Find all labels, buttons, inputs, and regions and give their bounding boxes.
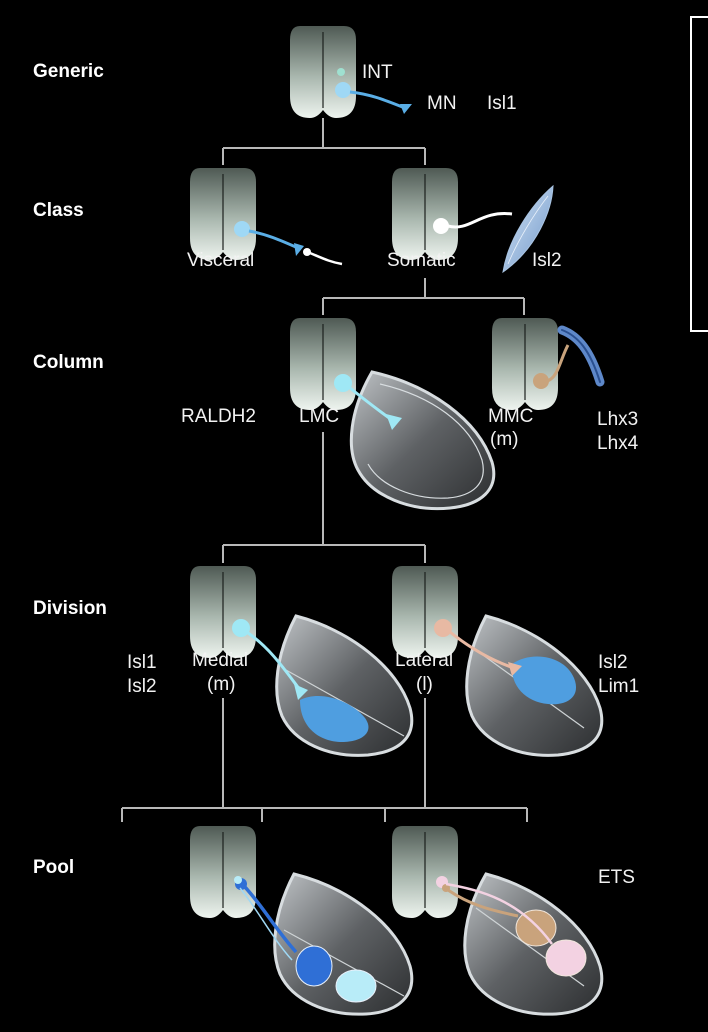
lmc-mn-soma <box>334 374 352 392</box>
label-isl1-division: Isl1 <box>127 652 157 673</box>
limb-icon-pool-medial <box>273 872 414 1016</box>
label-lhx4: Lhx4 <box>597 433 639 454</box>
skeletal-muscle-icon <box>502 184 554 274</box>
medial-muscle-target <box>300 696 369 742</box>
medial-mn-terminal <box>294 684 308 700</box>
lateral-muscle-target <box>511 656 577 705</box>
mmc-mn-soma <box>533 373 549 389</box>
cord-mmc <box>492 318 558 410</box>
somatic-mn-soma <box>433 218 449 234</box>
label-lateral: Lateral <box>395 650 454 671</box>
pool-lateral-axon-pink <box>445 882 554 945</box>
pool-lateral-axon-tan <box>447 888 519 918</box>
cord-generic <box>290 26 356 118</box>
row-label-generic: Generic <box>33 61 104 82</box>
cord-pool-lateral <box>392 826 458 918</box>
visceral-mn-axon <box>248 229 299 250</box>
limb-icon-column <box>349 370 496 511</box>
label-medial-m: (m) <box>207 674 236 695</box>
cord-medial <box>190 566 256 658</box>
connector-generic-to-class <box>222 118 426 165</box>
label-lmc: LMC <box>299 406 340 427</box>
somatic-mn-axon <box>447 212 513 229</box>
label-mmc: MMC <box>488 406 534 427</box>
row-label-pool: Pool <box>33 857 75 878</box>
connector-division-to-pool <box>121 698 528 822</box>
cord-lmc <box>290 318 356 410</box>
label-lim1: Lim1 <box>598 676 640 697</box>
generic-mn-soma <box>335 82 351 98</box>
generic-mn-terminal <box>400 104 412 114</box>
medial-mn-axon <box>247 631 302 691</box>
row-label-division: Division <box>33 598 107 619</box>
label-mn: MN <box>427 93 457 114</box>
mmc-mn-axon <box>546 344 570 383</box>
label-lateral-l: (l) <box>416 674 433 695</box>
axial-muscle-icon <box>557 325 605 387</box>
cord-somatic <box>392 168 458 260</box>
lateral-mn-terminal <box>508 662 522 676</box>
pool-medial-muscle-dark <box>295 945 333 987</box>
lateral-mn-soma <box>434 619 452 637</box>
label-isl2-lateral: Isl2 <box>598 652 628 673</box>
connector-somatic-to-column <box>322 278 525 315</box>
row-label-column: Column <box>33 352 104 373</box>
label-isl1-generic: Isl1 <box>487 93 517 114</box>
cord-visceral <box>190 168 256 260</box>
medial-mn-soma <box>232 619 250 637</box>
limb-icon-medial <box>275 614 414 757</box>
visceral-mn-terminal <box>294 243 304 256</box>
lmc-mn-terminal <box>386 414 402 430</box>
visceral-postganglionic-axon <box>309 251 343 266</box>
label-visceral: Visceral <box>187 250 255 271</box>
pool-medial-axon-light <box>239 887 293 961</box>
label-mmc-m: (m) <box>490 429 519 450</box>
row-label-class: Class <box>33 200 84 221</box>
legend-box <box>690 16 708 332</box>
visceral-mn-soma <box>234 221 250 237</box>
tree-connectors <box>121 118 528 822</box>
label-medial: Medial <box>192 650 248 671</box>
connector-lmc-to-division <box>222 432 426 563</box>
label-raldh2: RALDH2 <box>181 406 256 427</box>
pool-lateral-muscle-pink <box>545 939 587 977</box>
cord-pool-medial <box>190 826 256 918</box>
visceral-ganglion-soma <box>303 248 311 256</box>
pool-medial-soma-light <box>234 876 242 884</box>
cord-lateral <box>392 566 458 658</box>
label-isl2-division: Isl2 <box>127 676 157 697</box>
generic-mn-axon <box>349 90 406 110</box>
interneuron-soma <box>337 68 345 76</box>
pool-medial-axon-dark <box>242 884 298 954</box>
limb-icon-lateral <box>465 614 604 757</box>
label-int: INT <box>362 62 393 83</box>
label-isl2-class: Isl2 <box>532 250 562 271</box>
lateral-mn-axon <box>449 630 515 670</box>
label-ets: ETS <box>598 867 635 888</box>
limb-icon-pool-lateral <box>463 872 604 1016</box>
label-lhx3: Lhx3 <box>597 409 639 430</box>
pool-medial-muscle-light <box>335 969 377 1003</box>
label-somatic: Somatic <box>387 250 456 271</box>
